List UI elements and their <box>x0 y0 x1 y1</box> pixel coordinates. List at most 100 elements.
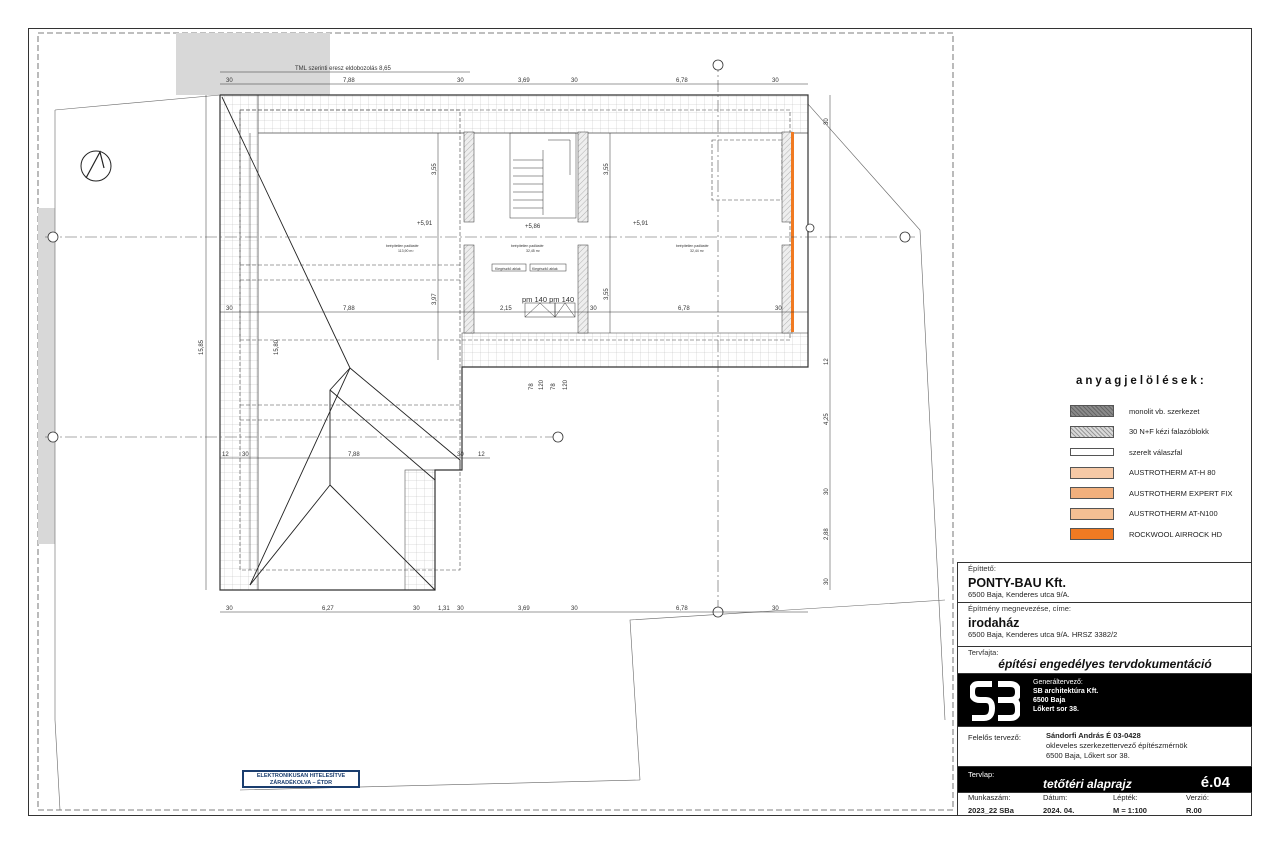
svg-text:78: 78 <box>529 383 535 390</box>
job-number: Munkaszám: 2023_22 SBa <box>968 793 1014 815</box>
legend-swatch <box>1070 466 1114 479</box>
building-name: irodaház <box>968 616 1020 630</box>
eave-note: TML szerinti eresz eldobozolás 8,65 <box>295 66 391 72</box>
middle-dimensions: 30 7,88 2,15 30 6,78 30 <box>226 306 782 312</box>
svg-text:78: 78 <box>551 383 557 390</box>
svg-text:6,78: 6,78 <box>676 78 688 84</box>
top-dimensions: 30 7,88 30 3,69 30 6,78 30 <box>226 78 779 84</box>
general-designer: Generáltervező: SB architektúra Kft. 650… <box>1033 679 1099 713</box>
bottom-dimensions: 30 6,27 30 1,31 30 3,69 30 6,78 30 <box>226 606 779 612</box>
neighbour-building <box>176 33 330 103</box>
lower-dimensions: 12 30 7,88 30 12 <box>222 452 485 458</box>
svg-text:7,88: 7,88 <box>348 452 360 458</box>
dimension-lines <box>205 71 831 613</box>
svg-text:beépítetlen padlástér: beépítetlen padlástér <box>386 244 420 248</box>
svg-text:30: 30 <box>226 78 233 84</box>
designer-banner: Generáltervező: SB architektúra Kft. 650… <box>958 673 1252 726</box>
svg-text:30: 30 <box>824 578 830 585</box>
legend-label: AUSTROTHERM AT-H 80 <box>1129 468 1216 478</box>
legend-item: AUSTROTHERM AT-N100 <box>1070 504 1250 525</box>
north-arrow-icon <box>80 150 112 182</box>
svg-text:30: 30 <box>413 606 420 612</box>
legend-item: ROCKWOOL AIRROCK HD <box>1070 524 1250 545</box>
svg-text:30: 30 <box>775 306 782 312</box>
staircase <box>509 132 577 219</box>
meta-section: Munkaszám: 2023_22 SBa Dátum: 2024. 04. … <box>958 792 1252 816</box>
svg-text:30: 30 <box>457 78 464 84</box>
authentication-stamp: ELEKTRONIKUSAN HITELESÍTVE ZÁRADÉKOLVA –… <box>242 770 360 788</box>
neighbour-strip <box>38 208 55 544</box>
legend-item: szerelt válaszfal <box>1070 442 1250 463</box>
level-markers: +5,91 +5,86 +5,91 <box>417 221 649 230</box>
roof-outline <box>219 94 809 591</box>
svg-text:1,31: 1,31 <box>438 606 450 612</box>
client-address: 6500 Baja, Kenderes utca 9/A. <box>968 590 1070 599</box>
vdim-1: 3,55 <box>432 163 438 175</box>
svg-text:120: 120 <box>563 379 569 390</box>
client-section: Építtető: PONTY-BAU Kft. 6500 Baja, Kend… <box>958 562 1252 602</box>
legend-title: anyagjelölések: <box>1076 375 1207 387</box>
legend-item: 30 N+F kézi falazóblokk <box>1070 422 1250 443</box>
legend-swatch <box>1070 405 1114 418</box>
svg-text:30: 30 <box>772 78 779 84</box>
svg-text:30: 30 <box>571 606 578 612</box>
svg-text:2,15: 2,15 <box>500 306 512 312</box>
building-section: Építmény megnevezése, címe: irodaház 650… <box>958 602 1252 646</box>
legend-item: AUSTROTHERM AT-H 80 <box>1070 463 1250 484</box>
room-labels: beépítetlen padlástér 113,90 m² beépítet… <box>386 244 710 271</box>
svg-text:30: 30 <box>824 488 830 495</box>
svg-text:+5,91: +5,91 <box>633 221 649 227</box>
svg-text:120: 120 <box>539 379 545 390</box>
legend-swatch <box>1070 448 1114 457</box>
roof-windows <box>491 263 576 318</box>
client-name: PONTY-BAU Kft. <box>968 576 1066 590</box>
svg-text:30: 30 <box>571 78 578 84</box>
left-dim-1: 15,85 <box>199 339 205 355</box>
sb-logo-icon <box>970 681 1020 721</box>
svg-text:7,88: 7,88 <box>343 78 355 84</box>
svg-text:beépítetlen padlástér: beépítetlen padlástér <box>676 244 710 248</box>
drawing-sheet <box>28 28 1252 816</box>
legend-label: 30 N+F kézi falazóblokk <box>1129 427 1209 437</box>
svg-text:+5,91: +5,91 <box>417 221 433 227</box>
stair-dimensions: 78 120 78 120 <box>529 379 569 390</box>
plan-type-section: Tervfajta: építési engedélyes tervdokume… <box>958 646 1252 673</box>
svg-text:3,69: 3,69 <box>518 78 530 84</box>
version: Verzió: R.00 <box>1186 793 1209 815</box>
legend-item: monolit vb. szerkezet <box>1070 401 1250 422</box>
window-note: pm 140 pm 140 <box>522 295 574 304</box>
svg-text:30: 30 <box>457 452 464 458</box>
vdim-4: 3,55 <box>604 288 610 300</box>
svg-text:32,44 m²: 32,44 m² <box>690 249 705 253</box>
svg-text:30: 30 <box>226 606 233 612</box>
legend-swatch <box>1070 425 1114 438</box>
legend-label: AUSTROTHERM AT-N100 <box>1129 509 1218 519</box>
material-legend: anyagjelölések: monolit vb. szerkezet 30 … <box>1070 375 1250 545</box>
scale: Lépték: M = 1:100 <box>1113 793 1147 815</box>
structural-walls <box>463 131 794 334</box>
legend-label: monolit vb. szerkezet <box>1129 406 1200 416</box>
responsible-designer-section: Felelős tervező: Sándorfi András É 03-04… <box>958 726 1252 766</box>
svg-text:30: 30 <box>590 306 597 312</box>
axis-markers <box>47 59 911 618</box>
svg-text:30: 30 <box>226 306 233 312</box>
svg-text:6,27: 6,27 <box>322 606 334 612</box>
inner-walls <box>239 109 791 571</box>
building-address: 6500 Baja, Kenderes utca 9/A. HRSZ 3382/… <box>968 630 1118 639</box>
sheet-name: tetőtéri alaprajz <box>1043 777 1132 791</box>
legend-label: ROCKWOOL AIRROCK HD <box>1129 529 1223 539</box>
svg-text:Kiegészítő ablak: Kiegészítő ablak <box>495 267 521 271</box>
date: Dátum: 2024. 04. <box>1043 793 1075 815</box>
svg-text:30: 30 <box>457 606 464 612</box>
svg-text:beépítetlen padlástér: beépítetlen padlástér <box>511 244 545 248</box>
legend-item: AUSTROTHERM EXPERT FIX <box>1070 483 1250 504</box>
left-dim-2: 15,80 <box>274 339 280 355</box>
vdim-3: 3,55 <box>604 163 610 175</box>
grid-axes <box>45 60 915 620</box>
svg-text:12: 12 <box>824 358 830 365</box>
plot-boundary <box>37 32 954 811</box>
title-block: Építtető: PONTY-BAU Kft. 6500 Baja, Kend… <box>957 562 1252 816</box>
sheet-title-section: Tervlap: tetőtéri alaprajz é.04 <box>958 766 1252 792</box>
svg-text:30: 30 <box>772 606 779 612</box>
